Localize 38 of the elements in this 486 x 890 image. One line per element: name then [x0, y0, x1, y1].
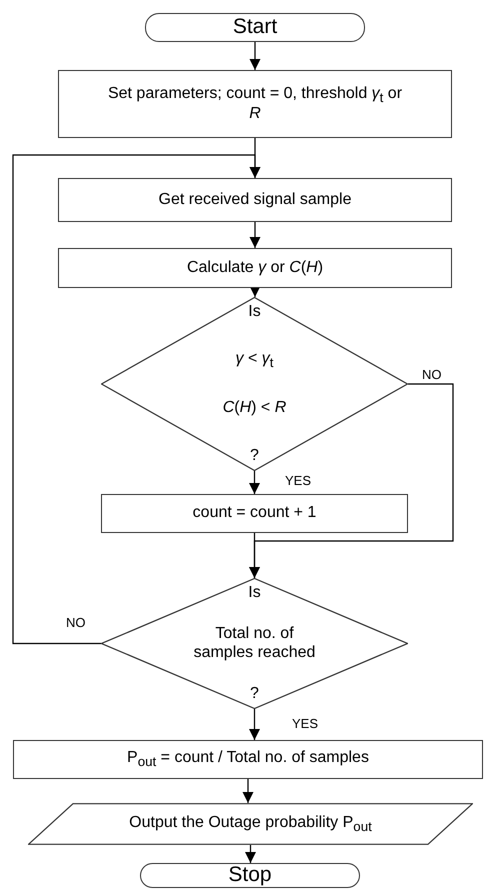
arrow — [249, 471, 260, 494]
arrow — [242, 779, 254, 803]
node-text: Output the Outage probability P$_{out}$ — [129, 814, 372, 834]
arrow — [12, 154, 260, 644]
node-text: count = count + 1 — [192, 504, 316, 523]
node-text: ? — [250, 684, 259, 703]
decision-diamond — [101, 297, 408, 471]
arrow — [250, 222, 260, 248]
node-text: Get received signal sample — [158, 190, 352, 210]
io-parallelogram — [28, 803, 473, 845]
node-text: Set parameters; count = 0, threshold γ$_{t}$ or R — [106, 84, 404, 124]
process-box — [101, 494, 408, 533]
process-box — [58, 248, 452, 288]
process-box — [58, 178, 452, 222]
arrow — [250, 286, 260, 297]
terminal-shape — [145, 13, 365, 42]
node-text: C(H) < R — [222, 399, 286, 418]
node-text: Is — [248, 303, 261, 322]
decision-diamond — [101, 578, 408, 709]
arrow — [249, 533, 260, 578]
node-text: P$_{out}$ = count / Total no. of samples — [127, 749, 369, 770]
process-box — [13, 740, 483, 779]
arrow — [245, 845, 256, 863]
node-text: ? — [250, 446, 259, 465]
edge-label: NO — [420, 368, 444, 382]
node-text: Start — [232, 15, 278, 40]
process-box — [58, 70, 452, 138]
node-text: Stop — [228, 863, 272, 888]
arrow — [249, 709, 260, 740]
edge-label: NO — [64, 616, 88, 630]
terminal-shape — [140, 863, 360, 888]
node-text: Is — [248, 584, 261, 602]
arrow — [250, 42, 260, 70]
node-text: Calculate γ or C(H) — [186, 258, 324, 278]
node-text: Total no. of samples reached — [192, 625, 316, 662]
node-text: γ < γ$_{t}$ — [236, 350, 274, 371]
edge-label: YES — [290, 717, 320, 732]
edge-label: YES — [283, 474, 314, 488]
